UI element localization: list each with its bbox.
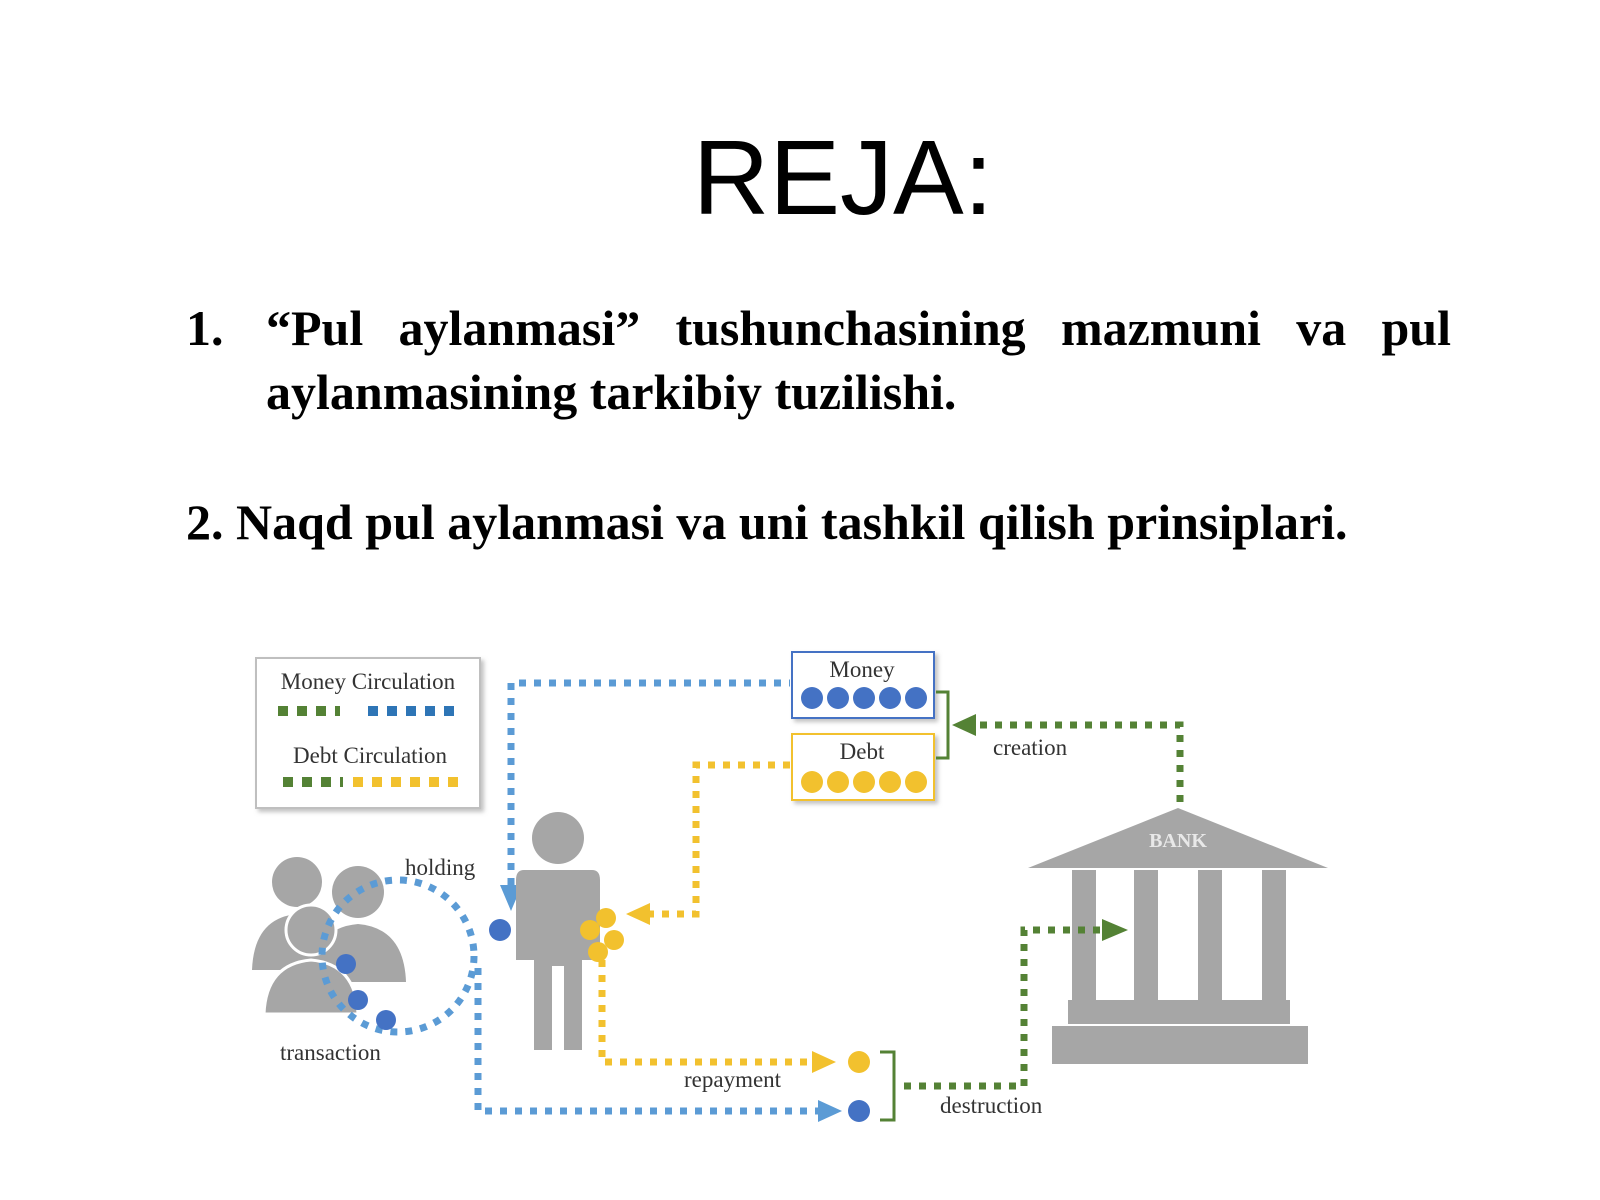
destruction-arrowhead: [1102, 919, 1128, 941]
creation-flow-line: [976, 721, 1184, 802]
person-icon: [516, 812, 600, 1050]
legend-debt-circulation-label: Debt Circulation: [293, 743, 447, 768]
repayment-arrowhead: [812, 1051, 836, 1073]
transaction-coin: [348, 990, 368, 1010]
transaction-coin: [336, 954, 356, 974]
plan-item-2-number: 2.: [186, 494, 224, 550]
transaction-label: transaction: [280, 1040, 381, 1065]
legend-box: Money Circulation Debt Circulation: [255, 657, 481, 809]
debt-coin: [879, 771, 901, 793]
money-return-arrowhead: [818, 1100, 842, 1122]
repayment-label: repayment: [684, 1067, 782, 1092]
debt-flow-line: [648, 761, 790, 918]
money-coin: [905, 687, 927, 709]
destruction-label: destruction: [940, 1093, 1043, 1118]
plan-item-1: 1. “Pul aylanmasi” tushunchasining mazmu…: [186, 296, 1451, 424]
destruction-flow-line: [904, 926, 1104, 1090]
held-debt-coins: [580, 908, 624, 962]
bank-pillar: [1134, 870, 1158, 1000]
debt-coin: [905, 771, 927, 793]
debt-coin: [853, 771, 875, 793]
money-coin: [827, 687, 849, 709]
repaid-debt-coin: [848, 1051, 870, 1073]
transaction-coin: [376, 1010, 396, 1030]
transaction-loop: [318, 876, 478, 1036]
plan-item-2-text: Naqd pul aylanmasi va uni tashkil qilish…: [236, 494, 1348, 550]
bank-building: BANK: [1028, 808, 1328, 1064]
plan-item-1-text: “Pul aylanmasi” tushunchasining mazmuni …: [266, 300, 1451, 420]
bank-pillar: [1072, 870, 1096, 1000]
bank-base: [1052, 1026, 1308, 1064]
plan-item-2: 2. Naqd pul aylanmasi va uni tashkil qil…: [186, 490, 1486, 554]
holding-label: holding: [405, 855, 476, 880]
plan-item-1-number: 1.: [186, 300, 224, 356]
bank-roof: [1028, 808, 1328, 868]
page-title: REJA:: [692, 119, 994, 237]
returned-money-coin: [848, 1100, 870, 1122]
creation-label: creation: [993, 735, 1068, 760]
bank-label: BANK: [1149, 830, 1207, 852]
legend-money-circulation-label: Money Circulation: [281, 669, 456, 694]
destruction-bracket: [880, 1050, 896, 1122]
money-coin: [801, 687, 823, 709]
bank-pillar: [1262, 870, 1286, 1000]
debt-coin: [827, 771, 849, 793]
debt-box: Debt: [791, 733, 935, 801]
money-flow-line: [507, 679, 790, 885]
money-coin: [879, 687, 901, 709]
repayment-flow-line: [598, 960, 814, 1066]
creation-arrowhead: [952, 714, 976, 736]
people-group-icon: [252, 857, 406, 1016]
held-money-coin: [489, 919, 511, 941]
money-return-line: [474, 968, 822, 1115]
money-box-label: Money: [829, 657, 895, 682]
money-box: Money: [791, 651, 935, 719]
debt-box-label: Debt: [840, 739, 885, 764]
debt-flow-arrowhead: [626, 903, 650, 925]
bank-step: [1068, 1000, 1290, 1024]
money-coin: [853, 687, 875, 709]
bank-pillar: [1198, 870, 1222, 1000]
debt-coin: [801, 771, 823, 793]
creation-bracket: [936, 690, 950, 760]
